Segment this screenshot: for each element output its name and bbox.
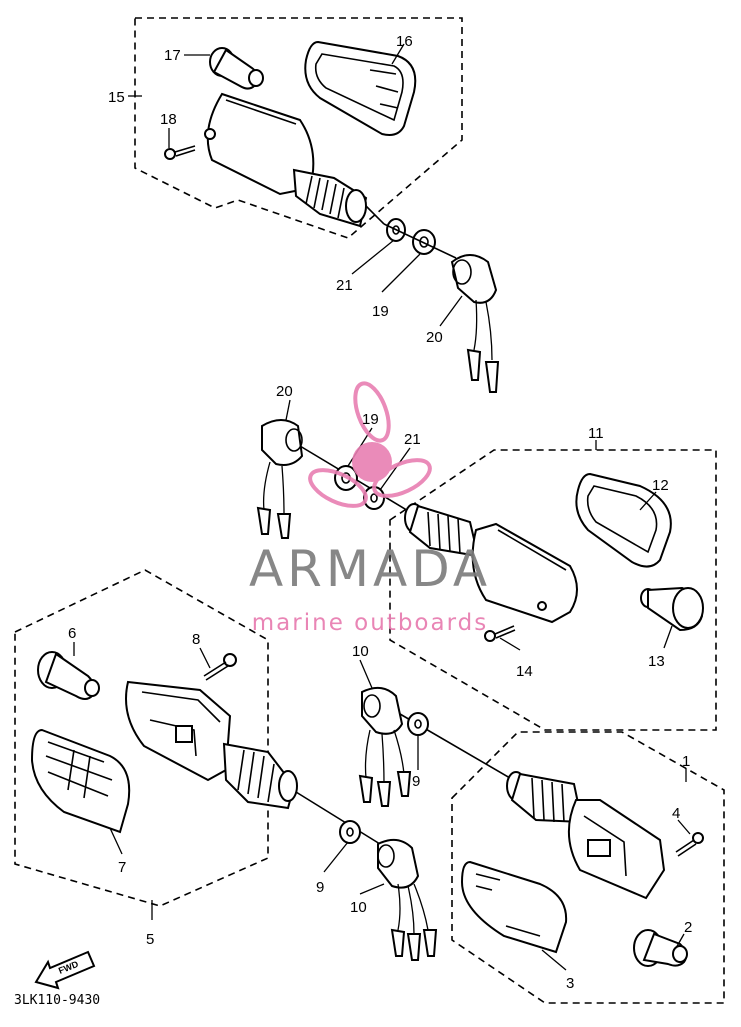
housing-middle	[471, 522, 578, 624]
turn-signal-assembly-bottom	[460, 771, 704, 967]
grommet-10-left	[377, 838, 420, 889]
callout-19-middle: 19	[362, 411, 379, 428]
stem-left	[222, 742, 298, 810]
bulb-6	[37, 651, 100, 700]
watermark-tagline: marine outboards	[252, 610, 488, 636]
callout-8: 8	[192, 631, 200, 648]
diagram-code: 3LK110-9430	[14, 993, 100, 1008]
callout-labels: 17 16 15 18 21 19 20 20 19 21 11 12 13 1…	[68, 33, 692, 992]
grommet-10-middle-group	[358, 686, 511, 807]
arrow-left-icon	[34, 950, 96, 990]
forward-direction-badge: FWD	[34, 950, 96, 990]
grommet-20-top	[450, 254, 498, 304]
screw-4	[675, 832, 704, 857]
lens-3	[460, 860, 568, 954]
propeller-icon	[308, 381, 432, 508]
callout-7: 7	[118, 859, 126, 876]
callout-1: 1	[682, 753, 690, 770]
turn-signal-assembly-middle	[256, 419, 704, 642]
lens-16	[304, 40, 417, 136]
stem-bottom	[506, 771, 584, 824]
housing-left	[125, 680, 232, 782]
stem-middle	[404, 503, 480, 558]
lens-12	[575, 472, 672, 568]
callout-2: 2	[684, 919, 692, 936]
lens-7	[30, 728, 131, 834]
callout-21-top: 21	[336, 277, 353, 294]
callout-20-top: 20	[426, 329, 443, 346]
bulb-17	[209, 47, 264, 90]
wires-top	[466, 299, 500, 393]
callout-16: 16	[396, 33, 413, 50]
callout-15: 15	[108, 89, 125, 106]
callout-10-left: 10	[350, 899, 367, 916]
assembly-outline-11	[389, 449, 717, 731]
callout-9-left: 9	[316, 879, 324, 896]
callout-21-middle: 21	[404, 431, 421, 448]
callout-9-middle: 9	[412, 773, 420, 790]
callout-20-middle: 20	[276, 383, 293, 400]
callout-3: 3	[566, 975, 574, 992]
screw-8	[203, 653, 237, 681]
screw-14	[484, 625, 516, 642]
wires-left	[390, 883, 438, 961]
assembly-outline-1	[451, 731, 725, 1004]
bulb-13	[640, 586, 704, 632]
callout-6: 6	[68, 625, 76, 642]
watermark-logo: ARMADA marine outboards	[249, 381, 491, 636]
nut-9-left	[339, 820, 361, 844]
callout-13: 13	[648, 653, 665, 670]
grommet-20-middle	[256, 419, 304, 539]
callout-5: 5	[146, 931, 154, 948]
housing-bottom	[567, 799, 666, 900]
callout-12: 12	[652, 477, 669, 494]
housing-top	[204, 92, 315, 196]
callout-18: 18	[160, 111, 177, 128]
callout-17: 17	[164, 47, 181, 64]
bulb-2	[633, 929, 688, 967]
leader-lines	[73, 43, 691, 971]
screw-18	[164, 145, 196, 160]
turn-signal-assembly-top	[164, 40, 500, 393]
nut-19-top	[412, 229, 436, 255]
assembly-outline-5	[14, 569, 269, 907]
callout-19-top: 19	[372, 303, 389, 320]
callout-4: 4	[672, 805, 680, 822]
watermark-brand: ARMADA	[249, 540, 491, 598]
stem-top	[292, 168, 385, 228]
callout-10-middle: 10	[352, 643, 369, 660]
callout-14: 14	[516, 663, 533, 680]
turn-signal-assembly-left	[30, 651, 438, 961]
callout-11: 11	[588, 425, 604, 442]
